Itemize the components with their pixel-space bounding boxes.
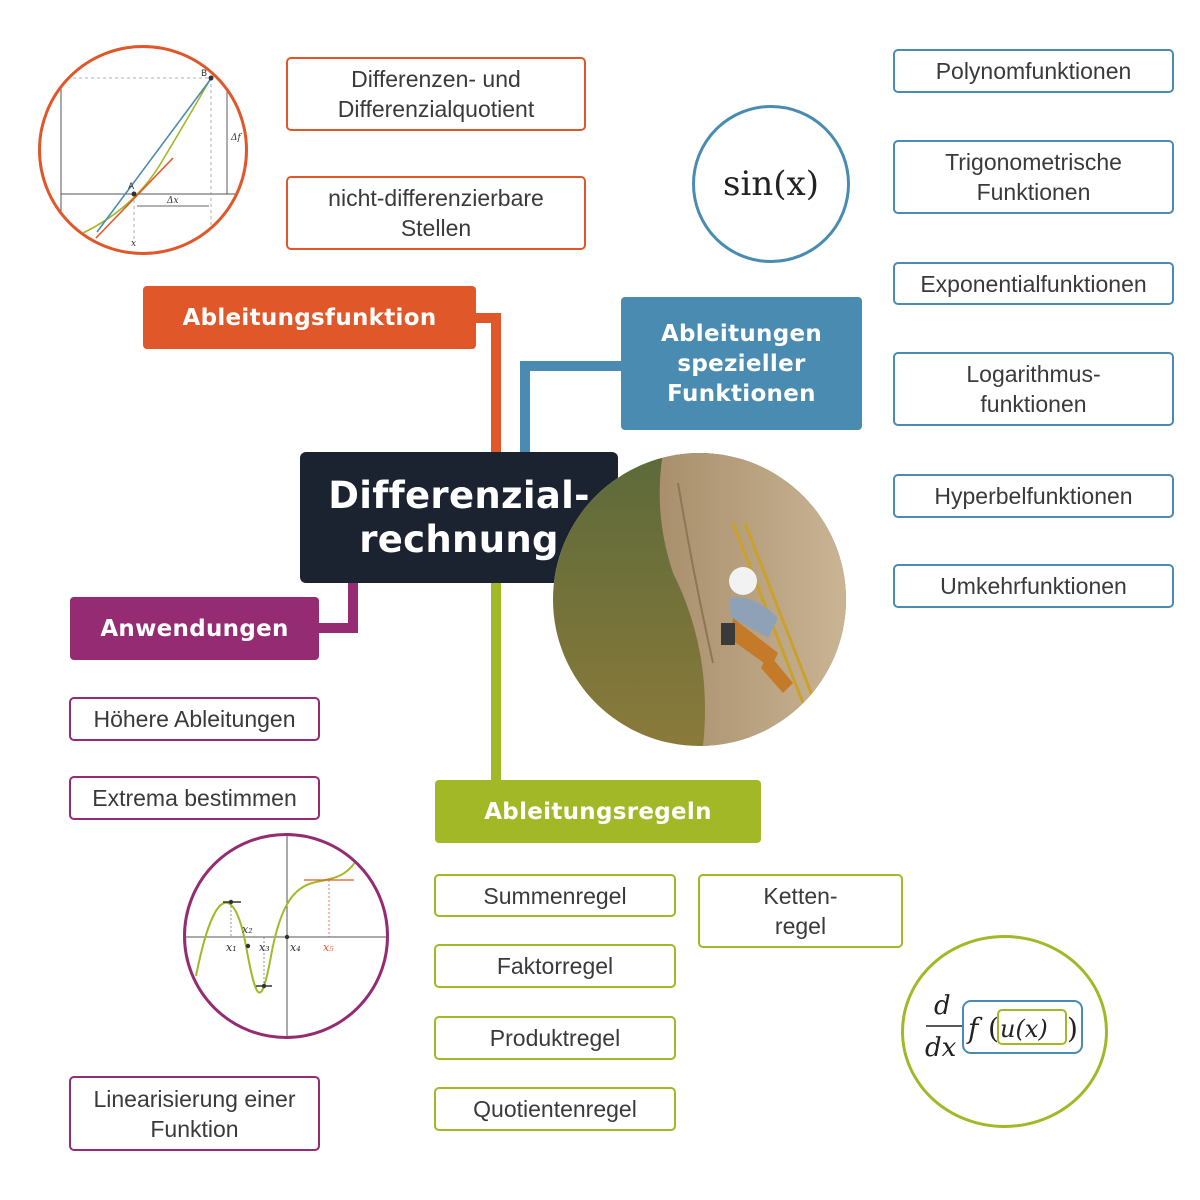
svg-text:x₂: x₂ (242, 923, 253, 936)
svg-text:u(x): u(x) (1000, 1015, 1048, 1043)
connector-ableitungsfunktion (476, 313, 501, 452)
sine-formula-icon: sin(x) (692, 105, 850, 263)
branch-anwendungen[interactable]: Anwendungen (70, 597, 319, 660)
svg-text:Δx: Δx (166, 196, 179, 206)
leaf-hyperbelfunktionen[interactable]: Hyperbelfunktionen (893, 474, 1174, 518)
leaf-quotientenregel[interactable]: Quotientenregel (434, 1087, 676, 1131)
leaf-extrema-bestimmen[interactable]: Extrema bestimmen (69, 776, 320, 820)
svg-text:): ) (1067, 1012, 1078, 1045)
svg-text:x: x (131, 239, 136, 249)
leaf-summenregel[interactable]: Summenregel (434, 874, 676, 917)
svg-text:x₁: x₁ (226, 941, 237, 954)
svg-text:A: A (128, 182, 135, 192)
connector-spezielle (520, 361, 621, 452)
connector-anwendungen (319, 583, 358, 633)
svg-text:(: ( (988, 1012, 999, 1045)
branch-ableitungsfunktion[interactable]: Ableitungsfunktion (143, 286, 476, 349)
svg-text:Δf: Δf (230, 133, 242, 143)
leaf-trigonometrische[interactable]: Trigonometrische Funktionen (893, 140, 1174, 214)
svg-text:d: d (934, 991, 951, 1021)
svg-text:f: f (966, 1012, 983, 1045)
chain-rule-formula-icon: d dx f ( u(x) ) (901, 935, 1108, 1128)
branch-ableitungsregeln[interactable]: Ableitungsregeln (435, 780, 761, 843)
leaf-polynomfunktionen[interactable]: Polynomfunktionen (893, 49, 1174, 93)
leaf-umkehrfunktionen[interactable]: Umkehrfunktionen (893, 564, 1174, 608)
leaf-exponentialfunktionen[interactable]: Exponentialfunktionen (893, 262, 1174, 305)
sine-formula: sin(x) (723, 164, 819, 204)
extrema-graph-icon: x₁ x₂ x₃ x₄ x₅ (183, 833, 389, 1039)
leaf-faktorregel[interactable]: Faktorregel (434, 944, 676, 988)
svg-text:x₄: x₄ (290, 941, 301, 954)
leaf-differenzenquotient[interactable]: Differenzen- und Differenzialquotient (286, 57, 586, 131)
svg-text:B: B (201, 69, 207, 79)
leaf-produktregel[interactable]: Produktregel (434, 1016, 676, 1060)
svg-text:x₅: x₅ (323, 941, 334, 954)
svg-text:dx: dx (925, 1033, 957, 1063)
svg-text:x₃: x₃ (259, 941, 270, 954)
leaf-logarithmusfunktionen[interactable]: Logarithmus- funktionen (893, 352, 1174, 426)
secant-graph-icon: B A Δf Δx x (38, 45, 248, 255)
leaf-hoehere-ableitungen[interactable]: Höhere Ableitungen (69, 697, 320, 741)
branch-spezielle-funktionen[interactable]: Ableitungen spezieller Funktionen (621, 297, 862, 430)
leaf-linearisierung[interactable]: Linearisierung einer Funktion (69, 1076, 320, 1151)
leaf-kettenregel[interactable]: Ketten- regel (698, 874, 903, 948)
leaf-nicht-differenzierbar[interactable]: nicht-differenzierbare Stellen (286, 176, 586, 250)
climber-photo-icon (553, 453, 846, 746)
